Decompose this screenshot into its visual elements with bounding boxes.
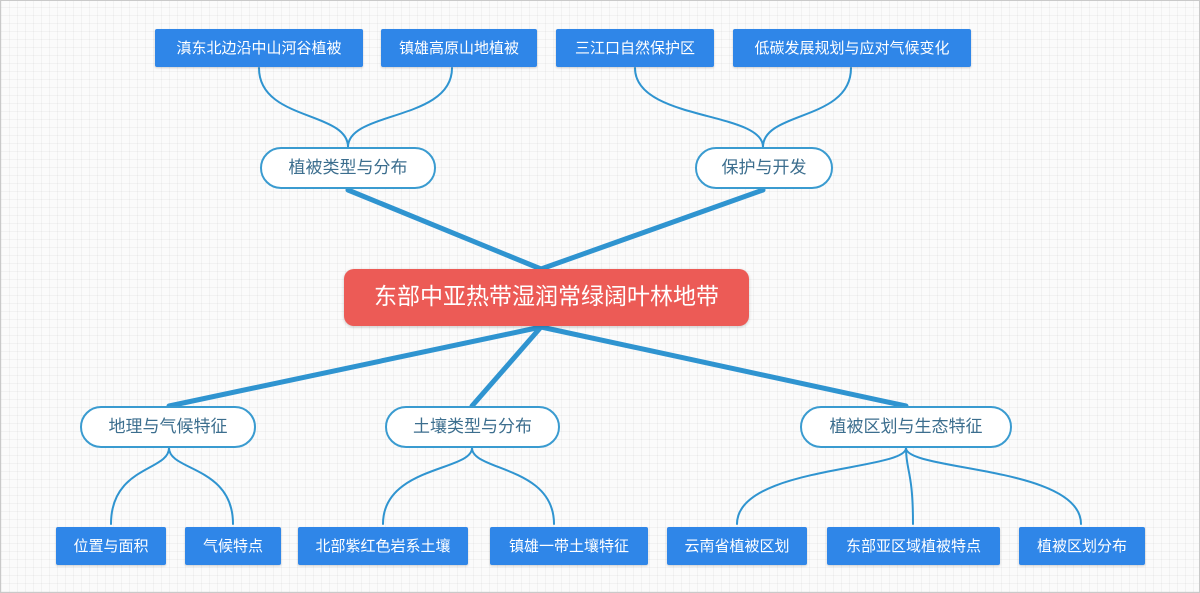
leaf-low-carbon-plan[interactable]: 低碳发展规划与应对气候变化 (733, 29, 971, 67)
connector-protection-leaf1 (634, 67, 764, 148)
connector-root-soil (469, 324, 544, 409)
leaf-zhenxiong-soil[interactable]: 镇雄一带土壤特征 (490, 527, 648, 565)
leaf-eastern-subregion-vegetation[interactable]: 东部亚区域植被特点 (827, 527, 1000, 565)
connector-geography-leaf2 (168, 447, 234, 525)
connector-protection-leaf2 (762, 67, 852, 148)
branch-vegetation-zoning[interactable]: 植被区划与生态特征 (800, 406, 1012, 448)
branch-vegetation-types[interactable]: 植被类型与分布 (260, 147, 436, 189)
connector-geography-leaf1 (110, 447, 170, 525)
branch-geography-climate[interactable]: 地理与气候特征 (80, 406, 256, 448)
connector-root-geography (166, 324, 544, 409)
connector-root-zoning (538, 324, 909, 409)
branch-soil-types[interactable]: 土壤类型与分布 (385, 406, 560, 448)
leaf-yunnan-vegetation-zoning[interactable]: 云南省植被区划 (667, 527, 807, 565)
connector-soil-leaf2 (471, 447, 555, 525)
leaf-north-purple-soil[interactable]: 北部紫红色岩系土壤 (298, 527, 468, 565)
leaf-dian-northeast-vegetation[interactable]: 滇东北边沿中山河谷植被 (155, 29, 363, 67)
connector-vegetation-leaf2 (347, 67, 453, 148)
branch-protection-development[interactable]: 保护与开发 (695, 147, 833, 189)
connector-root-protection (538, 187, 766, 272)
leaf-location-area[interactable]: 位置与面积 (56, 527, 166, 565)
connector-root-vegetation (345, 187, 544, 272)
leaf-sanjiangkou-reserve[interactable]: 三江口自然保护区 (556, 29, 714, 67)
connector-zoning-leaf3 (905, 447, 1082, 525)
root-topic[interactable]: 东部中亚热带湿润常绿阔叶林地带 (344, 269, 749, 326)
connector-zoning-leaf2 (905, 447, 914, 525)
connector-zoning-leaf1 (736, 447, 907, 525)
leaf-vegetation-zoning-distribution[interactable]: 植被区划分布 (1019, 527, 1145, 565)
leaf-climate-features[interactable]: 气候特点 (185, 527, 281, 565)
connector-soil-leaf1 (382, 447, 473, 525)
connector-vegetation-leaf1 (258, 67, 349, 148)
leaf-zhenxiong-plateau-vegetation[interactable]: 镇雄高原山地植被 (381, 29, 537, 67)
